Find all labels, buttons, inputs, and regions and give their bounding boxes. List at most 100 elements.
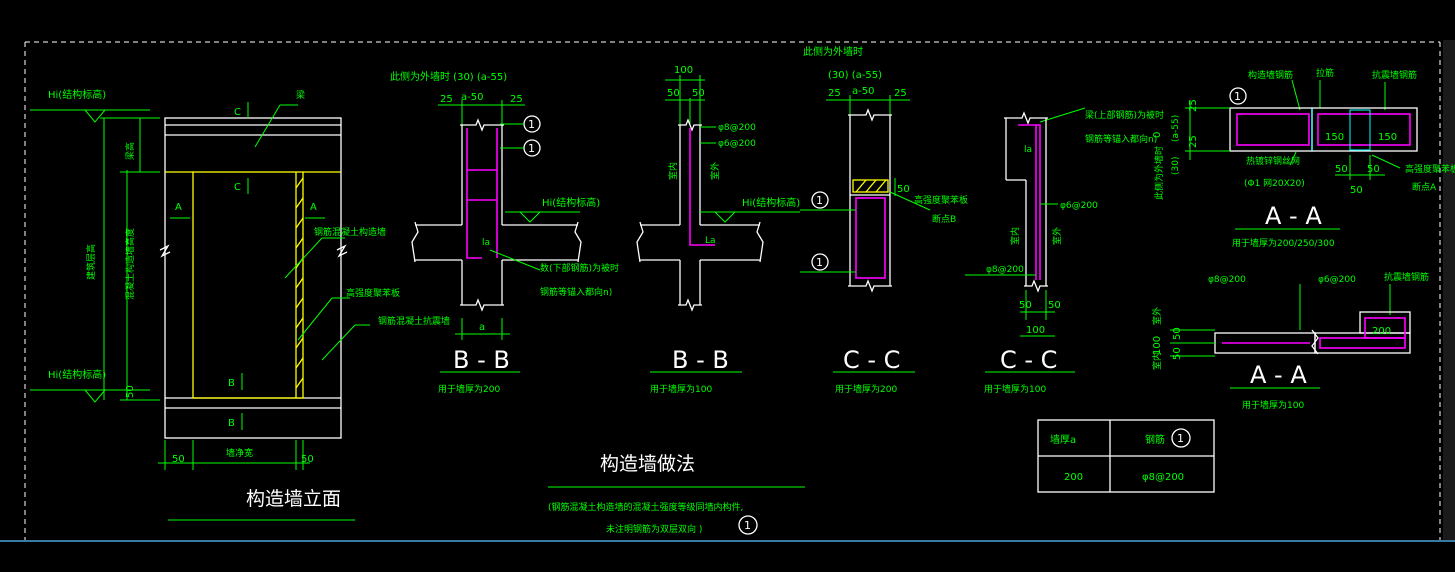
- svg-text:200: 200: [1372, 326, 1391, 337]
- elevation-view: Hi(结构标高) Hi(结构标高) 建筑层高 混凝土构造墙高度 梁高 50: [30, 88, 450, 521]
- svg-text:(30) (a-55): (30) (a-55): [828, 70, 882, 81]
- main-title-block: 构造墙做法 (钢筋混凝土构造墙的混凝土强度等级同墙内构件, 未注明钢筋为双层双向…: [548, 453, 805, 535]
- hi-top-label: Hi(结构标高): [48, 88, 106, 101]
- section-cc-100: 梁(上部钢筋)为被时 钢筋等锚入都向n) la φ6@200 φ8@200 室内…: [965, 107, 1164, 395]
- aa1-label: A - A: [1265, 202, 1322, 230]
- svg-text:高强度聚苯板: 高强度聚苯板: [1405, 163, 1455, 175]
- cc2-label: C - C: [1000, 346, 1057, 374]
- rebar-table: 墙厚a 钢筋 1 200 φ8@200: [1037, 419, 1215, 493]
- svg-text:La: La: [705, 236, 716, 246]
- svg-text:Hi(结构标高): Hi(结构标高): [742, 196, 800, 209]
- svg-text:la: la: [482, 238, 490, 248]
- svg-text:高强度聚苯板: 高强度聚苯板: [914, 194, 968, 206]
- dim-50-left: 50: [125, 385, 136, 398]
- aa2-label: A - A: [1250, 361, 1307, 389]
- svg-text:梁(上部钢筋)为被时: 梁(上部钢筋)为被时: [1085, 109, 1164, 121]
- svg-text:25: 25: [440, 94, 453, 105]
- svg-text:室外: 室外: [1151, 307, 1163, 325]
- svg-text:1: 1: [528, 118, 535, 131]
- svg-text:φ8@200: φ8@200: [986, 265, 1024, 275]
- svg-text:用于墙厚为100: 用于墙厚为100: [1242, 399, 1304, 411]
- elevation-title: 构造墙立面: [246, 488, 341, 510]
- section-aa-200: 构造墙钢筋 拉筋 抗震墙钢筋 1 150 150 此侧为外墙时 (30) (a-…: [1152, 67, 1455, 249]
- svg-text:室内: 室内: [1151, 352, 1163, 370]
- svg-text:25: 25: [1188, 99, 1199, 112]
- svg-text:断点A: 断点A: [1412, 181, 1437, 193]
- svg-text:φ6@200: φ6@200: [718, 139, 756, 149]
- svg-text:φ8@200: φ8@200: [718, 123, 756, 133]
- section-aa-100: φ8@200 φ6@200 抗震墙钢筋 200 室外 室内 100 50 50 …: [1151, 271, 1429, 411]
- sec-b-bot: B: [228, 418, 235, 429]
- dim-50-bl: 50: [172, 454, 185, 465]
- svg-text:50: 50: [1335, 164, 1348, 175]
- svg-text:抗震墙钢筋: 抗震墙钢筋: [1384, 271, 1429, 283]
- svg-text:用于墙厚为100: 用于墙厚为100: [984, 383, 1046, 395]
- svg-text:(a-55): (a-55): [1171, 115, 1181, 142]
- svg-text:100: 100: [1026, 325, 1045, 336]
- main-title: 构造墙做法: [600, 453, 695, 475]
- svg-text:钢筋等锚入都向n): 钢筋等锚入都向n): [540, 286, 612, 298]
- svg-text:钢筋等锚入都向n): 钢筋等锚入都向n): [1085, 133, 1157, 145]
- svg-text:(Φ1 网20X20): (Φ1 网20X20): [1244, 178, 1305, 189]
- svg-text:未注明钢筋为双层双向 ): 未注明钢筋为双层双向 ): [606, 523, 702, 535]
- sec-a-left: A: [175, 202, 182, 213]
- bb1-note: 此侧为外墙时 (30) (a-55): [390, 70, 507, 83]
- svg-text:1: 1: [744, 519, 751, 532]
- svg-text:25: 25: [1188, 135, 1199, 148]
- svg-text:50: 50: [667, 88, 680, 99]
- svg-text:a: a: [479, 322, 485, 333]
- svg-text:25: 25: [510, 94, 523, 105]
- svg-text:25: 25: [828, 88, 841, 99]
- beam-height-label: 梁高: [124, 142, 136, 160]
- col-label: 钢筋混凝土构造墙: [314, 226, 386, 238]
- svg-text:1: 1: [1234, 90, 1241, 103]
- svg-text:100: 100: [1152, 336, 1163, 355]
- svg-text:a-50: a-50: [852, 86, 874, 97]
- wall-width-label: 墙净宽: [226, 447, 253, 459]
- svg-text:50: 50: [1172, 347, 1183, 360]
- svg-text:25: 25: [894, 88, 907, 99]
- svg-text:φ6@200: φ6@200: [1318, 275, 1356, 285]
- svg-text:0: 0: [1152, 132, 1163, 138]
- svg-text:1: 1: [816, 194, 823, 207]
- svg-text:50: 50: [1019, 300, 1032, 311]
- svg-text:此侧为外墙时: 此侧为外墙时: [1153, 146, 1165, 200]
- svg-text:热镀锌钢丝网: 热镀锌钢丝网: [1246, 155, 1300, 167]
- svg-text:室内: 室内: [667, 162, 679, 180]
- svg-text:抗震墙钢筋: 抗震墙钢筋: [1372, 69, 1417, 81]
- sec-c-top: C: [234, 107, 241, 118]
- svg-text:(30): (30): [1171, 157, 1181, 175]
- section-bb-200: 此侧为外墙时 (30) (a-55) 25 a-50 25 la Hi(结构标高…: [390, 70, 619, 395]
- bb1-label: B - B: [453, 346, 510, 374]
- svg-text:150: 150: [1378, 132, 1397, 143]
- svg-text:50: 50: [897, 184, 910, 195]
- svg-text:数(下部钢筋)为被时: 数(下部钢筋)为被时: [540, 262, 619, 274]
- svg-text:50: 50: [1172, 327, 1183, 340]
- svg-text:用于墙厚为200: 用于墙厚为200: [438, 383, 500, 395]
- vert-span-label: 建筑层高: [85, 244, 97, 280]
- beam-label: 梁: [296, 89, 305, 101]
- drawing-frame: [0, 40, 1455, 542]
- svg-text:100: 100: [674, 65, 693, 76]
- svg-text:用于墙厚为200/250/300: 用于墙厚为200/250/300: [1232, 237, 1335, 249]
- svg-text:断点B: 断点B: [932, 213, 956, 225]
- svg-text:φ8@200: φ8@200: [1142, 472, 1184, 483]
- svg-text:拉筋: 拉筋: [1316, 67, 1334, 79]
- svg-text:用于墙厚为100: 用于墙厚为100: [650, 383, 712, 395]
- svg-text:φ6@200: φ6@200: [1060, 201, 1098, 211]
- hi-bot-label: Hi(结构标高): [48, 368, 106, 381]
- section-bb-100: 100 50 50 La φ8@200 φ6@200 室内 室外 Hi(结构标高…: [636, 65, 800, 395]
- svg-text:200: 200: [1064, 472, 1083, 483]
- svg-text:a-50: a-50: [461, 92, 483, 103]
- svg-text:50: 50: [692, 88, 705, 99]
- svg-text:构造墙钢筋: 构造墙钢筋: [1248, 69, 1293, 81]
- svg-text:50: 50: [1367, 164, 1380, 175]
- vert-inner-label: 混凝土构造墙高度: [124, 228, 136, 300]
- svg-text:φ8@200: φ8@200: [1208, 275, 1246, 285]
- sec-b-mid: B: [228, 378, 235, 389]
- dim-50-br: 50: [301, 454, 314, 465]
- svg-text:1: 1: [816, 256, 823, 269]
- svg-text:此侧为外墙时: 此侧为外墙时: [803, 45, 863, 58]
- svg-text:1: 1: [528, 142, 535, 155]
